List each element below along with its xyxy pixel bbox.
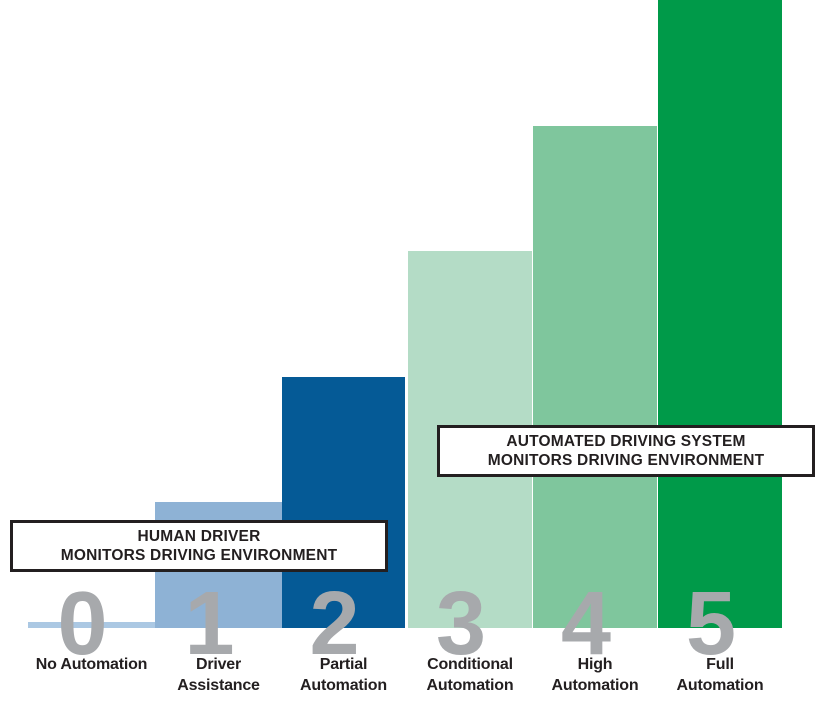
- level-3-number: 3: [435, 574, 486, 674]
- label-line: High: [577, 656, 613, 673]
- level-0-bar: [28, 622, 155, 628]
- label-line: Partial: [319, 656, 368, 673]
- level-5-number: 5: [685, 574, 736, 674]
- level-0-label: No Automation: [8, 654, 175, 675]
- label-line: Automation: [426, 677, 514, 694]
- level-4-number: 4: [560, 574, 611, 674]
- level-0-number: 0: [57, 574, 107, 674]
- level-1-number: 1: [184, 574, 234, 674]
- callout-human-driver: HUMAN DRIVER MONITORS DRIVING ENVIRONMEN…: [10, 520, 388, 572]
- callout-human-driver-line1: HUMAN DRIVER: [137, 528, 261, 545]
- label-line: Driver: [195, 656, 242, 673]
- level-4-bar: [533, 126, 657, 628]
- level-2-bar: [282, 377, 405, 628]
- level-2-number: 2: [309, 574, 359, 674]
- callout-ads-line2: MONITORS DRIVING ENVIRONMENT: [487, 452, 765, 469]
- label-line: Assistance: [177, 677, 260, 694]
- label-line: Full: [706, 656, 734, 673]
- label-line: Automation: [676, 677, 764, 694]
- label-line: No Automation: [35, 656, 148, 673]
- label-line: Conditional: [427, 656, 513, 673]
- callout-human-driver-line2: MONITORS DRIVING ENVIRONMENT: [60, 547, 338, 564]
- callout-ads-line1: AUTOMATED DRIVING SYSTEM: [506, 433, 746, 450]
- level-5-bar: [658, 0, 782, 628]
- callout-automated-driving-system: AUTOMATED DRIVING SYSTEM MONITORS DRIVIN…: [437, 425, 815, 477]
- label-line: Automation: [551, 677, 639, 694]
- label-line: Automation: [300, 677, 387, 694]
